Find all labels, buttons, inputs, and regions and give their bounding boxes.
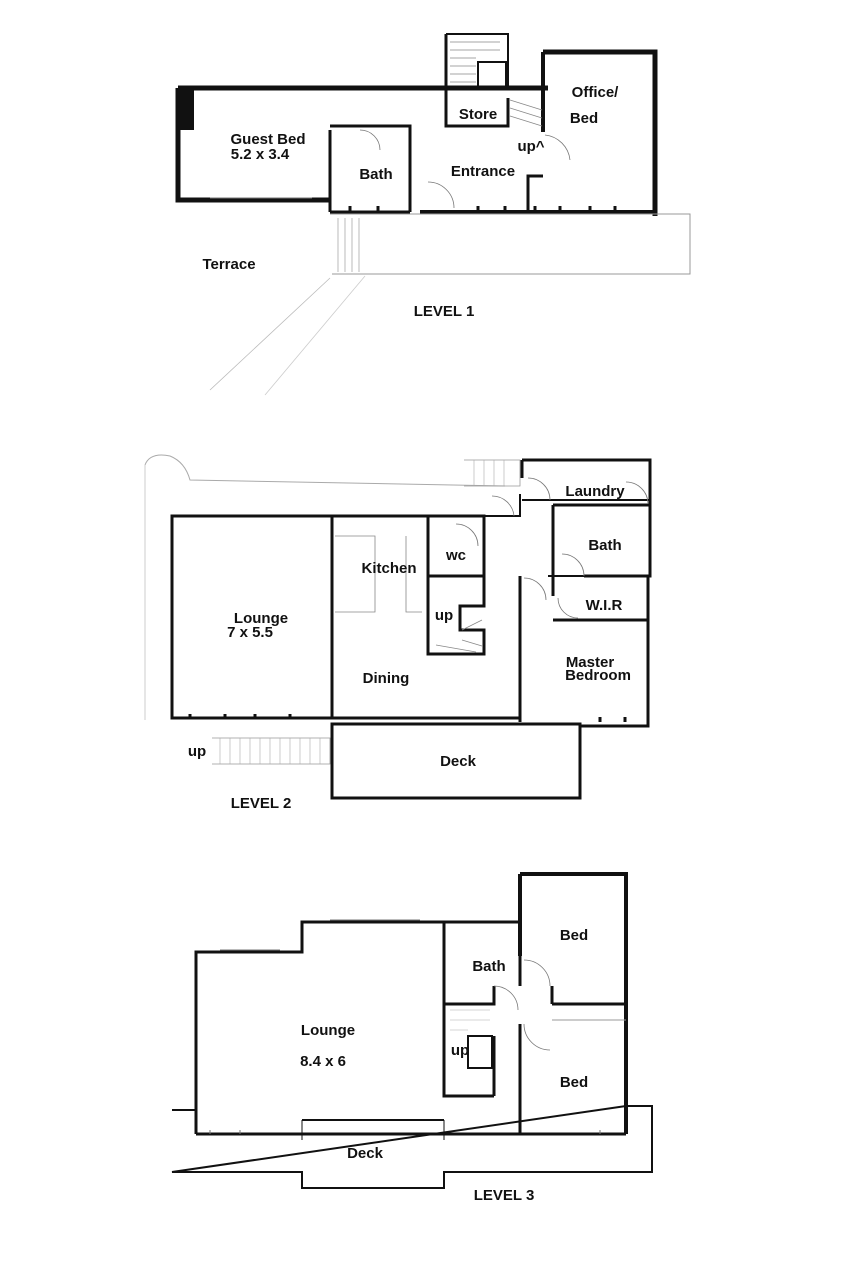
room-label-bed-top: Bed: [560, 927, 588, 944]
room-label-wir: W.I.R: [586, 597, 623, 614]
room-label-lounge-l2: Lounge: [234, 610, 288, 627]
level-3-plan: [171, 872, 653, 1189]
level-1-plan: [175, 33, 691, 396]
room-label-wc: wc: [445, 547, 466, 564]
room-label-office-line1: Office/: [572, 84, 620, 101]
room-label-deck-l3: Deck: [347, 1145, 384, 1162]
room-label-kitchen: Kitchen: [361, 560, 416, 577]
room-label-bed-bottom: Bed: [560, 1074, 588, 1091]
room-label-deck-l2: Deck: [440, 753, 477, 770]
room-label-office-line2: Bed: [570, 110, 598, 127]
room-size-lounge-l2: 7 x 5.5: [227, 624, 273, 641]
stair-up-label-l2: up: [435, 607, 453, 624]
level-3-title: LEVEL 3: [474, 1187, 535, 1204]
stair-up-label-external: up: [188, 743, 206, 760]
room-label-master-line1: Master: [566, 654, 615, 671]
stair-up-label-l1: up^: [517, 138, 544, 155]
level-1-title: LEVEL 1: [414, 303, 475, 320]
room-size-lounge-l3: 8.4 x 6: [300, 1053, 346, 1070]
room-label-entrance: Entrance: [451, 163, 515, 180]
room-size-guest-bed: 5.2 x 3.4: [231, 146, 290, 163]
room-label-store: Store: [459, 106, 497, 123]
room-label-guest-bed: Guest Bed: [230, 131, 305, 148]
room-label-bath-l3: Bath: [472, 958, 505, 975]
room-label-bath-l1: Bath: [359, 166, 392, 183]
room-label-laundry: Laundry: [565, 483, 625, 500]
room-label-lounge-l3: Lounge: [301, 1022, 355, 1039]
level-2-plan: [144, 454, 652, 800]
stair-up-label-l3: up: [451, 1042, 469, 1059]
room-label-master-line2: Bedroom: [565, 667, 631, 684]
room-label-terrace: Terrace: [202, 256, 255, 273]
level-2-title: LEVEL 2: [231, 795, 292, 812]
room-label-bath-l2: Bath: [588, 537, 621, 554]
room-label-dining: Dining: [363, 670, 410, 687]
